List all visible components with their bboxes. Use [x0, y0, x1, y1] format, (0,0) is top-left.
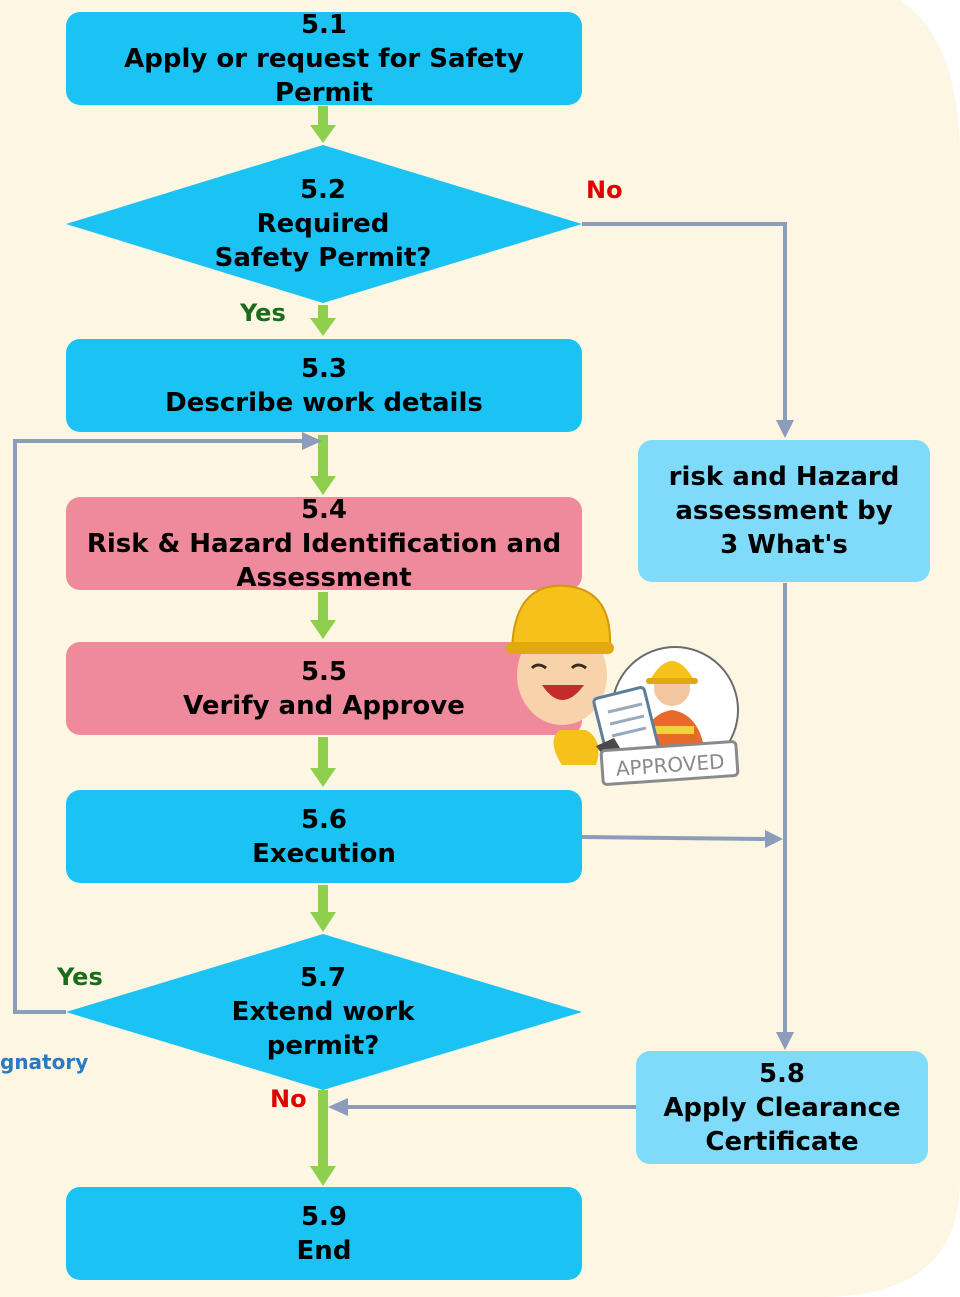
step-56-text: Execution — [252, 838, 396, 869]
step-55-box: 5.5 Verify and Approve — [66, 642, 582, 735]
step-55-text: Verify and Approve — [183, 690, 465, 721]
label-no-top: No — [586, 176, 623, 204]
label-yes-top: Yes — [240, 299, 286, 327]
step-56-id: 5.6 — [300, 804, 348, 835]
decision-52-line1: Required — [256, 209, 390, 239]
approval-illustration: APPROVED — [506, 584, 740, 786]
risk-assessment-box: risk and Hazard assessment by 3 What's — [638, 440, 930, 582]
label-signatory: gnatory — [0, 1050, 89, 1074]
step-51-id: 5.1 — [300, 9, 348, 40]
step-59-id: 5.9 — [300, 1201, 348, 1232]
decision-52-id: 5.2 — [299, 175, 347, 205]
decision-57-line2: permit? — [266, 1031, 380, 1061]
step-58-text: Apply Clearance Certificate — [663, 1092, 901, 1157]
decision-57-text: 5.7 Extend work permit? — [200, 960, 446, 1064]
decision-52-text: 5.2 Required Safety Permit? — [200, 172, 446, 276]
step-58-id: 5.8 — [758, 1058, 806, 1089]
step-53-text: Describe work details — [165, 387, 483, 418]
step-53-box: 5.3 Describe work details — [66, 339, 582, 432]
label-no-bottom: No — [270, 1085, 307, 1113]
label-yes-left: Yes — [57, 963, 103, 991]
decision-57-line1: Extend work — [231, 997, 415, 1027]
step-55-id: 5.5 — [300, 656, 348, 687]
step-54-text: Risk & Hazard Identification and Assessm… — [86, 528, 562, 593]
risk-line1: risk and Hazard — [668, 462, 900, 492]
step-51-text: Apply or request for Safety Permit — [124, 43, 524, 108]
decision-57-id: 5.7 — [299, 963, 347, 993]
risk-line2: assessment by — [675, 496, 893, 526]
step-54-id: 5.4 — [300, 494, 348, 525]
step-53-id: 5.3 — [300, 353, 348, 384]
decision-52-line2: Safety Permit? — [214, 243, 432, 273]
step-51-box: 5.1 Apply or request for Safety Permit — [66, 10, 582, 108]
step-59-text: End — [296, 1235, 352, 1266]
step-59-box: 5.9 End — [66, 1187, 582, 1280]
step-54-box: 5.4 Risk & Hazard Identification and Ass… — [66, 495, 582, 593]
step-56-box: 5.6 Execution — [66, 790, 582, 883]
step-58-box: 5.8 Apply Clearance Certificate — [636, 1051, 928, 1164]
approved-stamp-icon: APPROVED — [599, 740, 740, 786]
risk-line3: 3 What's — [720, 530, 848, 560]
